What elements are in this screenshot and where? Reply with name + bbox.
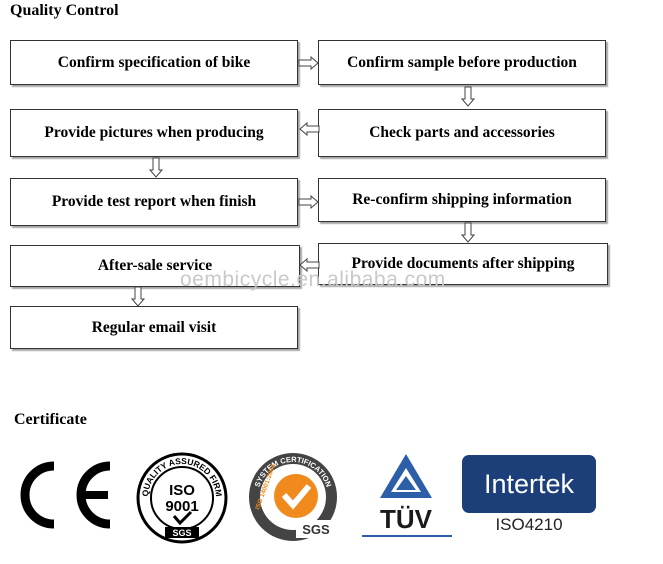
intertek-logo: Intertek ISO4210 — [462, 455, 596, 535]
tuv-text: TÜV — [380, 504, 433, 534]
intertek-badge: Intertek — [462, 455, 596, 513]
step-confirm-sample: Confirm sample before production — [318, 40, 606, 85]
step-provide-documents: Provide documents after shipping — [318, 243, 608, 285]
step-check-parts: Check parts and accessories — [318, 109, 606, 157]
step-label: Confirm sample before production — [347, 53, 577, 71]
step-label: Re-confirm shipping information — [352, 191, 572, 208]
step-provide-test-report: Provide test report when finish — [10, 178, 298, 226]
intertek-standard: ISO4210 — [495, 515, 563, 534]
arrow-left-icon — [299, 258, 320, 272]
arrow-down-icon — [131, 286, 145, 307]
step-regular-email-visit: Regular email visit — [10, 306, 298, 349]
iso9001-seal-logo: QUALITY ASSURED FIRM ISO 9001 SGS — [136, 452, 228, 544]
watermark-text: oembicycle.en.alibaba.com — [180, 268, 446, 291]
step-label: Check parts and accessories — [369, 124, 555, 141]
arrow-right-icon — [298, 56, 319, 70]
step-label: Provide pictures when producing — [44, 124, 264, 141]
svg-text:ISO: ISO — [169, 482, 195, 499]
tuv-logo: TÜV — [362, 454, 452, 537]
svg-text:SGS: SGS — [172, 528, 191, 538]
arrow-down-icon — [461, 86, 475, 107]
quality-control-title: Quality Control — [10, 2, 119, 19]
arrow-down-icon — [461, 222, 475, 243]
svg-text:9001: 9001 — [165, 498, 198, 515]
step-reconfirm-shipping: Re-confirm shipping information — [318, 178, 606, 222]
step-label: After-sale service — [97, 257, 213, 274]
step-provide-pictures: Provide pictures when producing — [10, 109, 298, 157]
step-label: Confirm specification of bike — [57, 53, 251, 71]
step-after-sale-service: After-sale service — [10, 245, 300, 287]
iso14001-sgs-logo: SYSTEM CERTIFICATION ISO 14001:2004 SGS — [249, 453, 337, 541]
step-label: Regular email visit — [91, 318, 217, 336]
step-label: Provide documents after shipping — [351, 255, 575, 272]
arrow-left-icon — [299, 122, 320, 136]
svg-text:SGS: SGS — [302, 522, 330, 537]
certificate-title: Certificate — [14, 411, 87, 428]
ce-mark-logo — [20, 461, 111, 529]
arrow-down-icon — [149, 157, 163, 178]
step-label: Provide test report when finish — [51, 193, 257, 210]
intertek-name: Intertek — [483, 468, 575, 499]
arrow-right-icon — [298, 195, 319, 209]
step-confirm-specification: Confirm specification of bike — [10, 40, 298, 85]
